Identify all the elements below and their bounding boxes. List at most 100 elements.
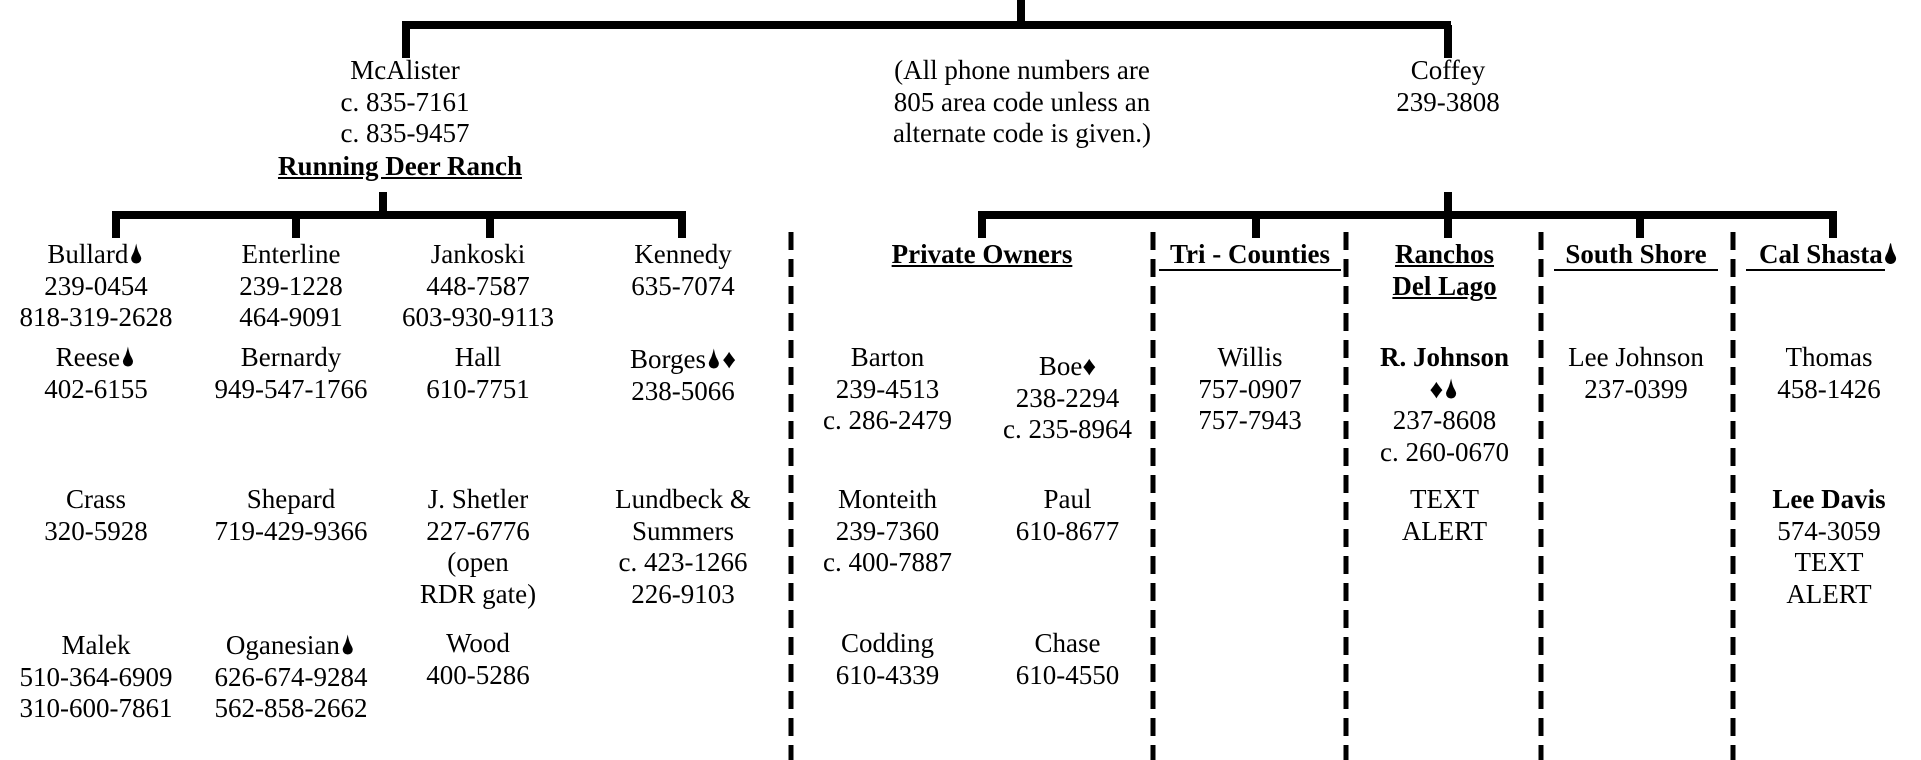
phone: c. 235-8964 xyxy=(1003,414,1132,444)
owner-paul: Paul 610-8677 xyxy=(985,484,1150,547)
tri-willis: Willis 757-0907 757-7943 xyxy=(1158,342,1342,437)
cal-thomas: Thomas 458-1426 xyxy=(1738,342,1920,405)
member-reese: Reese🌢 402-6155 xyxy=(6,342,186,405)
member-jankoski: Jankoski 448-7587 603-930-9113 xyxy=(388,239,568,334)
phone: 448-7587 xyxy=(426,270,530,301)
south-lee-johnson: Lee Johnson 237-0399 xyxy=(1546,342,1726,405)
south-shore-heading: South Shore xyxy=(1565,239,1707,269)
note-line: alternate code is given.) xyxy=(893,118,1151,148)
phone: c. 423-1266 xyxy=(618,547,748,577)
phone: 239-3808 xyxy=(1396,86,1500,117)
alert-line: ALERT xyxy=(1401,515,1488,546)
drop-icon: 🌢 xyxy=(706,344,723,374)
alert-line: TEXT xyxy=(1794,547,1864,577)
member-name: Thomas xyxy=(1785,342,1873,372)
note-line: RDR gate) xyxy=(419,578,537,609)
person-name: McAlister xyxy=(350,55,460,85)
owner-monteith: Monteith 239-7360 c. 400-7887 xyxy=(800,484,975,579)
member-malek: Malek 510-364-6909 310-600-7861 xyxy=(6,630,186,725)
ranchos-r-johnson: R. Johnson ♦🌢 237-8608 c. 260-0670 xyxy=(1351,342,1538,468)
member-name: Kennedy xyxy=(634,239,732,269)
note-line: (All phone numbers are xyxy=(894,55,1150,85)
member-name: Borges xyxy=(630,344,707,374)
phone: 320-5928 xyxy=(44,515,148,546)
phone: 238-5066 xyxy=(631,375,735,406)
member-kennedy: Kennedy 635-7074 xyxy=(593,239,773,302)
member-name: R. Johnson xyxy=(1379,342,1510,372)
member-wood: Wood 400-5286 xyxy=(388,628,568,691)
member-name: Bernardy xyxy=(240,342,342,372)
cal-shasta-heading: Cal Shasta🌢 xyxy=(1738,239,1920,271)
member-name: Jankoski xyxy=(430,239,526,269)
member-name: Crass xyxy=(66,484,126,514)
alert-line: TEXT xyxy=(1410,484,1479,514)
heading-line: Del Lago xyxy=(1392,270,1497,301)
phone: 626-674-9284 xyxy=(214,661,368,692)
phone: 239-7360 xyxy=(835,515,940,546)
phone: c. 286-2479 xyxy=(823,405,952,435)
member-name: Chase xyxy=(1034,628,1101,658)
member-lundbeck-summers: Lundbeck & Summers c. 423-1266 226-9103 xyxy=(583,484,783,610)
phone: 757-7943 xyxy=(1198,405,1302,435)
member-shepard: Shepard 719-429-9366 xyxy=(201,484,381,547)
drop-icon: 🌢 xyxy=(339,630,357,660)
diamond-icon: ♦ xyxy=(722,344,736,374)
coffey-box: Coffey 239-3808 xyxy=(1368,55,1528,118)
member-name: J. Shetler xyxy=(427,484,529,514)
member-name: Summers xyxy=(631,515,734,546)
phone: 610-4550 xyxy=(1015,659,1120,690)
member-crass: Crass 320-5928 xyxy=(6,484,186,547)
phone: 239-4513 xyxy=(835,373,940,404)
phone: 237-0399 xyxy=(1584,373,1688,404)
running-deer-ranch-heading: Running Deer Ranch xyxy=(277,151,523,181)
member-name: Malek xyxy=(61,630,131,660)
owner-boe: Boe♦ 238-2294 c. 235-8964 xyxy=(985,351,1150,446)
phone: c. 400-7887 xyxy=(823,547,952,577)
drop-icon: 🌢 xyxy=(120,342,137,372)
phone: 239-1228 xyxy=(239,270,343,301)
member-j-shetler: J. Shetler 227-6776 (open RDR gate) xyxy=(388,484,568,610)
phone: c. 260-0670 xyxy=(1380,436,1509,467)
heading-text: Cal Shasta xyxy=(1759,239,1883,269)
member-name: Hall xyxy=(454,342,502,372)
private-owners-heading: Private Owners xyxy=(891,239,1073,269)
member-name: Willis xyxy=(1217,342,1283,372)
member-hall: Hall 610-7751 xyxy=(388,342,568,405)
phone: 757-0907 xyxy=(1198,373,1302,404)
phone: 635-7074 xyxy=(631,270,735,301)
phone: 226-9103 xyxy=(631,578,735,609)
member-borges: Borges🌢♦ 238-5066 xyxy=(593,344,773,407)
phone: 603-930-9113 xyxy=(402,302,554,332)
phone: 239-0454 xyxy=(44,270,148,301)
phone: c. 835-9457 xyxy=(340,118,470,148)
member-enterline: Enterline 239-1228 464-9091 xyxy=(201,239,381,334)
person-name: Coffey xyxy=(1410,55,1486,85)
phone: 610-4339 xyxy=(835,659,940,690)
heading-line: Ranchos xyxy=(1394,239,1495,269)
area-code-note: (All phone numbers are 805 area code unl… xyxy=(862,55,1182,150)
owner-chase: Chase 610-4550 xyxy=(985,628,1150,691)
phone: 227-6776 xyxy=(426,515,530,546)
diamond-icon: ♦ xyxy=(1429,373,1444,404)
member-name: Shepard xyxy=(246,484,336,514)
phone: 719-429-9366 xyxy=(214,515,368,546)
member-name: Paul xyxy=(1043,484,1092,514)
phone: 510-364-6909 xyxy=(19,661,173,692)
member-oganesian: Oganesian🌢 626-674-9284 562-858-2662 xyxy=(201,630,381,725)
member-name: Lundbeck & xyxy=(615,484,751,514)
drop-icon: 🌢 xyxy=(1882,239,1899,269)
member-bernardy: Bernardy 949-547-1766 xyxy=(201,342,381,405)
phone: c. 835-7161 xyxy=(340,86,470,117)
note-line: 805 area code unless an xyxy=(893,86,1151,117)
drop-icon: 🌢 xyxy=(1443,373,1460,404)
member-name: Monteith xyxy=(838,484,937,514)
member-bullard: Bullard🌢 239-0454 818-319-2628 xyxy=(6,239,186,334)
phone: 458-1426 xyxy=(1777,373,1881,404)
tri-counties-heading: Tri - Counties xyxy=(1170,239,1330,269)
phone: 237-8608 xyxy=(1392,405,1497,435)
phone: 949-547-1766 xyxy=(214,373,368,404)
phone: 402-6155 xyxy=(44,373,148,404)
phone: 464-9091 xyxy=(239,302,343,332)
drop-icon: 🌢 xyxy=(128,239,145,269)
